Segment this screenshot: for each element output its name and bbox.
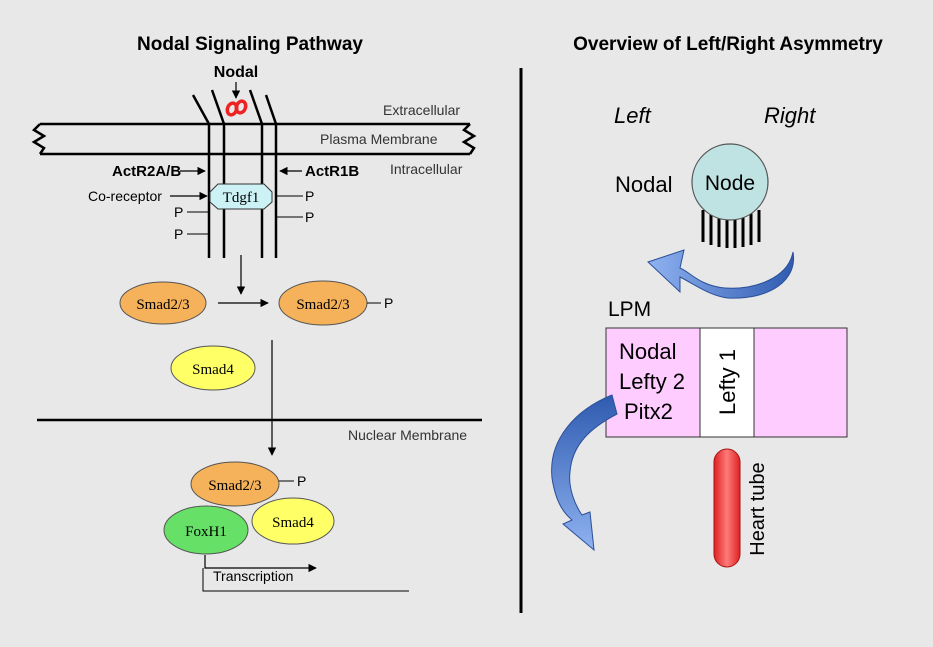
dna-line <box>202 568 409 592</box>
transcription-label: Transcription <box>213 568 293 584</box>
right-panel-title: Overview of Left/Right Asymmetry <box>573 34 883 55</box>
nodal-ligand-icon <box>225 99 248 117</box>
node-cilia <box>701 210 761 248</box>
smad23-p-phosphate: P <box>384 295 393 311</box>
heart-tube-shape <box>713 448 741 568</box>
lpm-downward-arrow <box>551 394 618 552</box>
lpm-gene-lefty2: Lefty 2 <box>619 369 685 394</box>
left-side-label: Left <box>614 103 652 128</box>
phosphate-lines <box>187 195 303 235</box>
co-receptor-label: Co-receptor <box>88 188 162 204</box>
smad4-ellipse <box>170 345 256 391</box>
nuclear-smad4-label: Smad4 <box>272 515 314 531</box>
intracellular-label: Intracellular <box>390 161 463 177</box>
plasma-membrane-label: Plasma Membrane <box>320 131 438 147</box>
foxh1-ellipse <box>163 505 249 555</box>
smad23-label: Smad2/3 <box>136 297 189 313</box>
nuclear-smad23-phosphate: P <box>297 473 306 489</box>
smad23-p-label: Smad2/3 <box>296 297 349 313</box>
lpm-lefty1: Lefty 1 <box>715 349 740 415</box>
lpm-label: LPM <box>608 298 651 321</box>
nuclear-smad4-ellipse <box>251 497 335 545</box>
heart-tube-label: Heart tube <box>747 462 769 555</box>
node-label: Node <box>705 172 755 195</box>
smad23-ellipse <box>119 281 207 325</box>
lpm-left-region <box>605 327 701 438</box>
extracellular-label: Extracellular <box>383 102 460 118</box>
receptor-actr2ab-label: ActR2A/B <box>112 163 181 180</box>
nuclear-smad23-label: Smad2/3 <box>208 478 261 494</box>
tdgf1-shape <box>209 183 273 210</box>
lpm-gene-pitx2: Pitx2 <box>624 399 673 424</box>
nodal-ligand-label: Nodal <box>214 64 258 81</box>
left-panel-title: Nodal Signaling Pathway <box>137 34 363 55</box>
foxh1-label: FoxH1 <box>185 524 227 540</box>
phosphate-l2: P <box>174 226 183 242</box>
nuclear-smad23-ellipse <box>190 461 280 507</box>
phosphate-r2: P <box>305 209 314 225</box>
tdgf1-label: Tdgf1 <box>223 190 260 206</box>
node-nodal-label: Nodal <box>615 172 672 197</box>
receptor-actr1b-label: ActR1B <box>305 163 359 180</box>
smad4-label: Smad4 <box>192 362 234 378</box>
plasma-membrane <box>31 122 477 156</box>
lpm-right-region <box>753 327 848 438</box>
node-circle <box>691 143 769 221</box>
phosphate-l1: P <box>174 204 183 220</box>
phosphate-r1: P <box>305 188 314 204</box>
right-side-label: Right <box>764 103 816 128</box>
nodal-flow-arrow <box>647 249 795 299</box>
nuclear-membrane-label: Nuclear Membrane <box>348 427 467 443</box>
transcription-arrow <box>204 555 317 573</box>
lpm-gene-nodal: Nodal <box>619 339 676 364</box>
